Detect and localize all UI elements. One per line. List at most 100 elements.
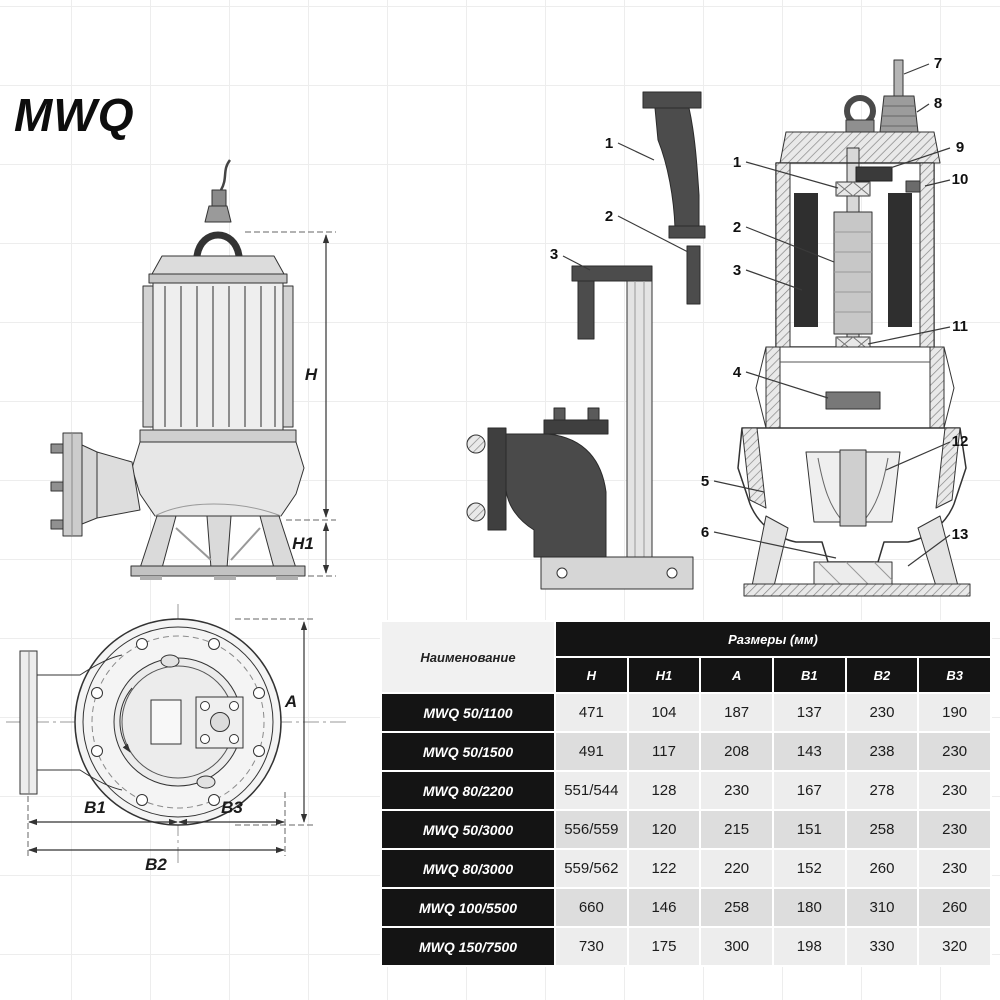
callout-part-3: 3 [550, 246, 558, 263]
motor-top-cap [151, 255, 285, 275]
dim-label-H: H [305, 365, 318, 384]
cable-gland-nut [879, 95, 919, 133]
cell-value: 730 [554, 926, 629, 967]
cell-value: 220 [699, 848, 774, 889]
rotation-arrow [119, 687, 133, 753]
center-block [150, 699, 182, 745]
flange-bolt [50, 443, 64, 454]
page-title: MWQ [14, 89, 135, 141]
cell-value: 559/562 [554, 848, 629, 889]
part-guide-bracket [571, 265, 653, 340]
cell-value: 230 [844, 692, 920, 733]
cell-value: 230 [917, 809, 992, 850]
cell-value: 660 [554, 887, 629, 928]
table-row: MWQ 50/3000 556/559 120 215 151 258 230 [380, 809, 992, 850]
base-stand [130, 565, 306, 577]
dimension-H: H [245, 231, 336, 577]
installation-parts: 1 2 3 [466, 91, 706, 590]
callout-section-13: 13 [952, 526, 969, 543]
callout-part-1: 1 [605, 135, 613, 152]
cell-value: 146 [626, 887, 702, 928]
bolt-hole [253, 745, 265, 757]
cell-value: 230 [917, 770, 992, 811]
cell-value: 491 [554, 731, 629, 772]
cell-value: 260 [917, 887, 992, 928]
column-header-A: A [699, 656, 774, 694]
bolt-hole [208, 794, 220, 806]
stand-leg [139, 515, 177, 569]
mid-flange [139, 429, 297, 443]
dim-label-B2: B2 [145, 855, 167, 874]
terminal-block [855, 166, 893, 182]
callout-section-11: 11 [952, 318, 968, 335]
callout-section-12: 12 [952, 433, 969, 450]
stand-leg [259, 515, 297, 569]
plug [196, 775, 216, 789]
oil-chamber [755, 346, 955, 429]
cell-value: 260 [844, 848, 920, 889]
dim-label-A: A [284, 692, 297, 711]
bolt-hole [91, 687, 103, 699]
flange-bolt [50, 481, 64, 492]
dimension-H1: H1 [292, 522, 330, 574]
part-gasket [686, 245, 701, 305]
cell-value: 152 [771, 848, 847, 889]
cell-value: 175 [626, 926, 702, 967]
rotor [833, 211, 873, 335]
pump-cross-section: 1 2 3 4 5 6 7 8 9 10 11 12 13 [701, 55, 971, 597]
cell-value: 556/559 [554, 809, 629, 850]
pipe-neck [81, 444, 98, 525]
upper-bearing [835, 181, 871, 197]
row-name: MWQ 80/2200 [380, 770, 556, 811]
row-name: MWQ 50/3000 [380, 809, 556, 850]
table-header-name: Наименование [380, 620, 556, 694]
cell-value: 230 [917, 731, 992, 772]
top-cover [779, 131, 941, 164]
dim-label-B3: B3 [221, 798, 243, 817]
callout-section-4: 4 [733, 364, 742, 381]
cap-band [148, 273, 288, 284]
dim-label-B1: B1 [84, 798, 106, 817]
table-row: MWQ 50/1100 471 104 187 137 230 190 [380, 692, 992, 733]
cell-value: 230 [699, 770, 774, 811]
cell-value: 104 [626, 692, 702, 733]
cell-value: 117 [626, 731, 702, 772]
plug [160, 654, 180, 668]
cell-value: 137 [771, 692, 847, 733]
pump-casing [131, 441, 305, 517]
table-row: MWQ 80/3000 559/562 122 220 152 260 230 [380, 848, 992, 889]
cell-value: 190 [917, 692, 992, 733]
lifting-handle [193, 231, 243, 257]
cell-value: 198 [771, 926, 847, 967]
callout-section-7: 7 [934, 55, 942, 72]
cell-value: 320 [917, 926, 992, 967]
callout-section-9: 9 [956, 139, 964, 156]
dim-label-H1: H1 [292, 534, 314, 553]
pump-side-view: H H1 [50, 159, 336, 580]
column-header-H: H [554, 656, 629, 694]
row-name: MWQ 50/1500 [380, 731, 556, 772]
cell-value: 278 [844, 770, 920, 811]
stator-winding-right [888, 193, 912, 327]
column-header-B1: B1 [771, 656, 847, 694]
cable-gland [211, 189, 227, 209]
housing-rib-left [142, 285, 154, 428]
suction-support [813, 561, 893, 585]
cell-value: 187 [699, 692, 774, 733]
part-discharge-elbow [642, 91, 706, 239]
cell-value: 122 [626, 848, 702, 889]
cable-entry-pin [893, 59, 904, 99]
row-name: MWQ 150/7500 [380, 926, 556, 967]
cell-value: 215 [699, 809, 774, 850]
bolt-hole [91, 745, 103, 757]
section-base [743, 583, 971, 597]
casing-curve [154, 503, 282, 517]
row-name: MWQ 50/1100 [380, 692, 556, 733]
dimension-B1-B3-B2: B1 B3 B2 [27, 792, 286, 874]
pump-bottom-view: A B1 B3 B2 [6, 604, 350, 874]
motor-cooling-ribs [164, 286, 276, 427]
column-header-B3: B3 [917, 656, 992, 694]
dimensions-table: Наименование Размеры (мм) H H1 A B1 B2 B… [380, 620, 992, 967]
gland-base [204, 205, 232, 223]
callout-section-10: 10 [952, 171, 969, 188]
